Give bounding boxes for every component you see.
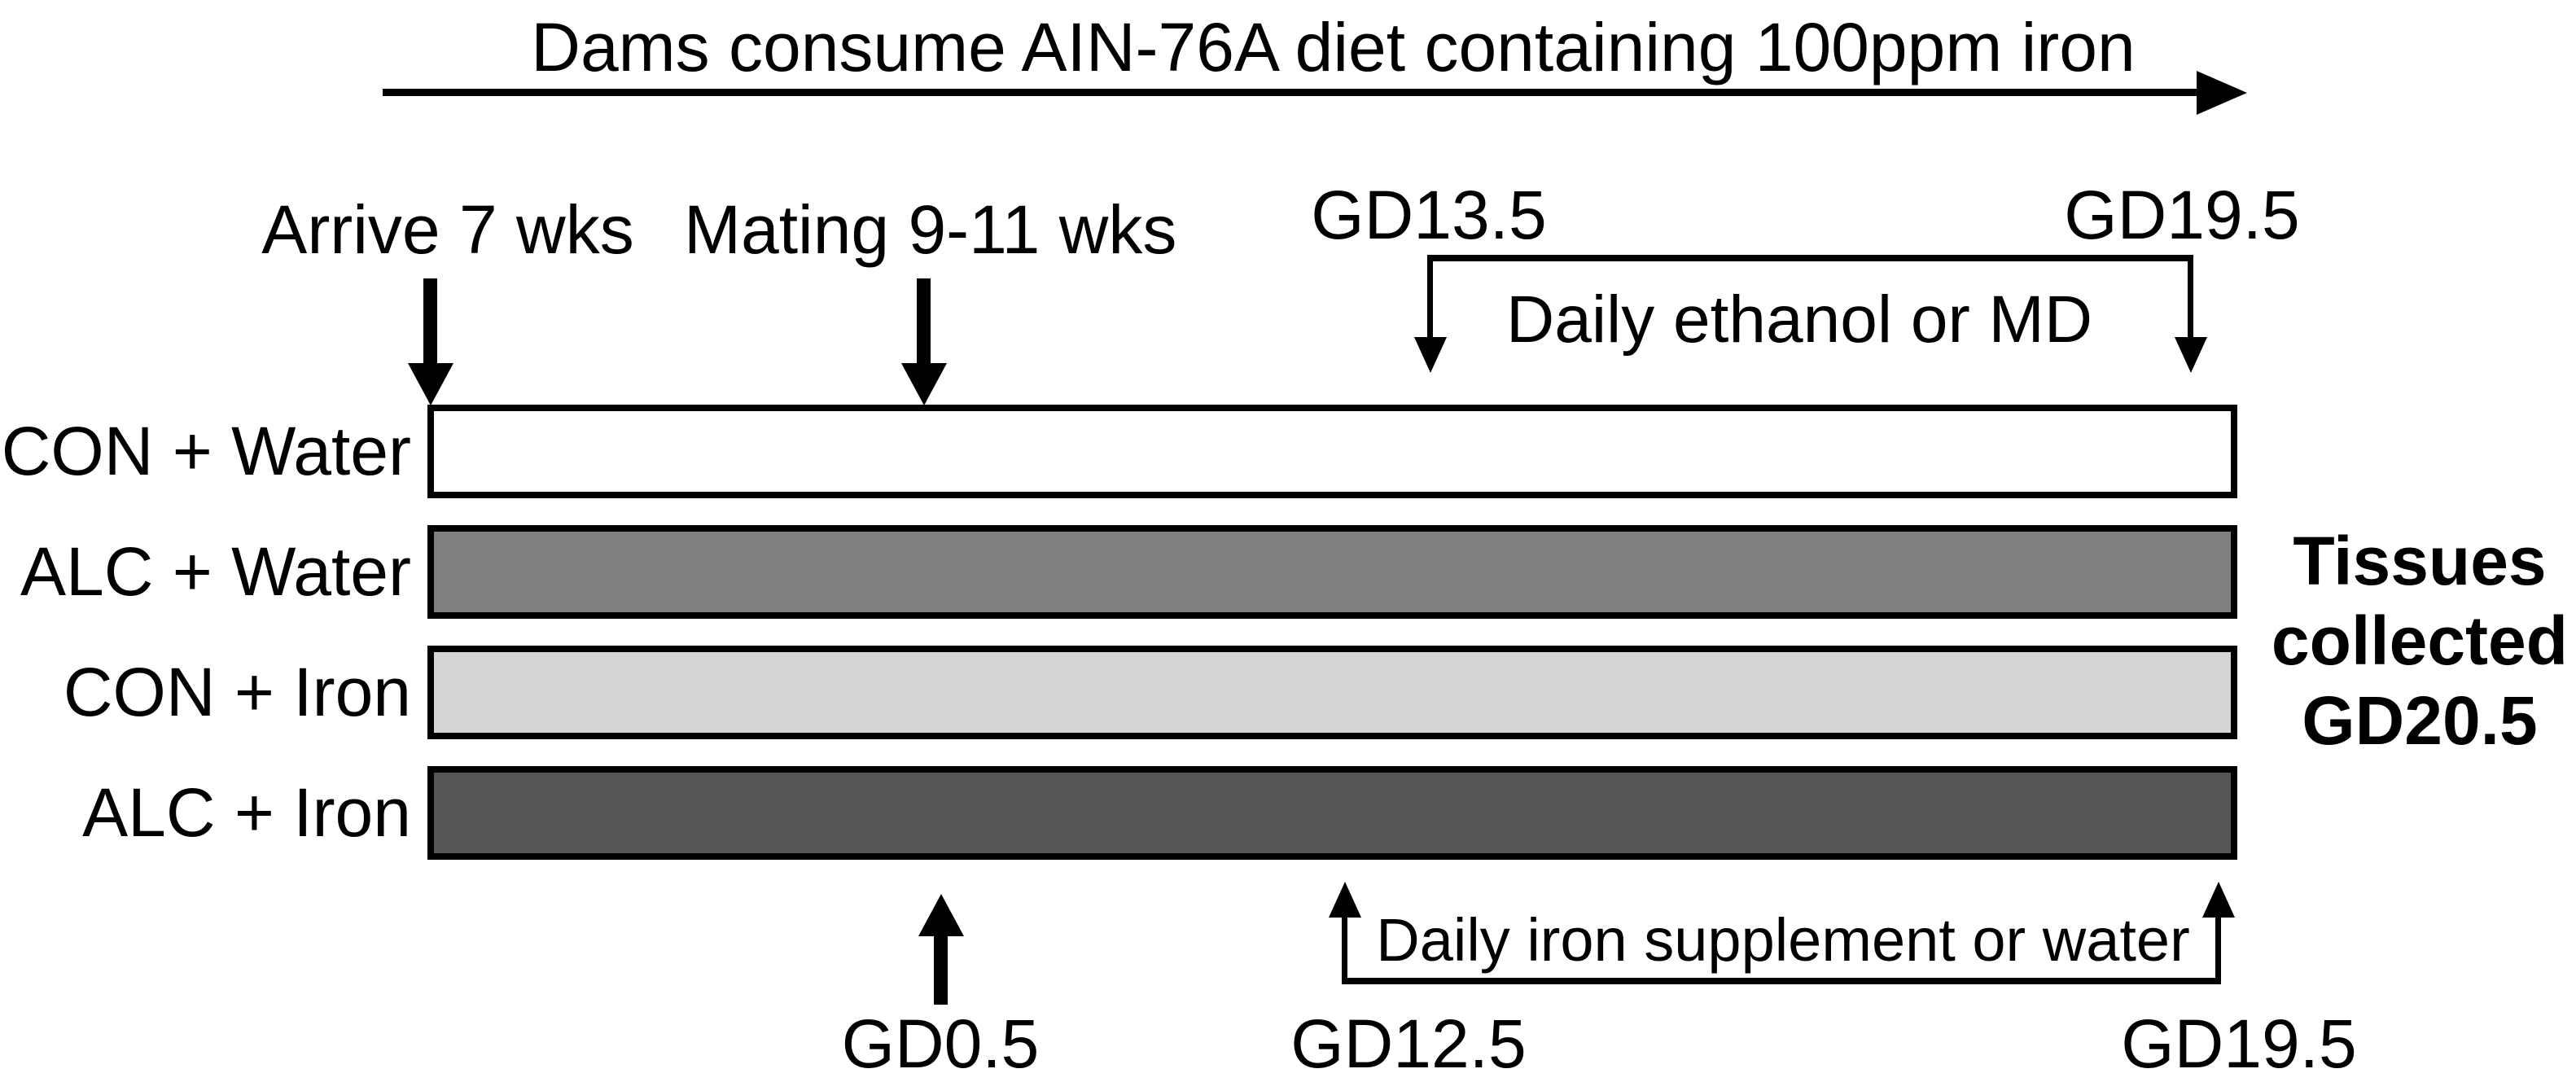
iron-left-arrowhead-icon xyxy=(1329,882,1361,918)
ethanol-bracket-line xyxy=(1427,255,2193,261)
tissues-collected-note: Tissues collected GD20.5 xyxy=(2263,521,2576,760)
ethanol-window-label: Daily ethanol or MD xyxy=(1506,283,2093,357)
gd05-arrow-icon xyxy=(934,933,948,1005)
ethanol-bracket-right xyxy=(2188,255,2193,339)
group-label: CON + Iron xyxy=(63,654,411,730)
iron-start-label: GD12.5 xyxy=(1290,1005,1527,1082)
group-bar-con-iron xyxy=(427,646,2237,739)
arrive-arrowhead-icon xyxy=(408,363,453,405)
iron-bracket-right xyxy=(2215,915,2221,982)
mating-label: Mating 9-11 wks xyxy=(684,191,1177,268)
group-bar-alc-water xyxy=(427,525,2237,619)
iron-window-label: Daily iron supplement or water xyxy=(1376,906,2190,974)
diet-arrow-line xyxy=(383,89,2198,96)
diet-title: Dams consume AIN-76A diet containing 100… xyxy=(531,9,2136,85)
group-row-con-water: CON + Water xyxy=(0,405,2576,498)
mating-arrowhead-icon xyxy=(901,363,947,405)
iron-right-arrowhead-icon xyxy=(2202,882,2235,918)
group-bar-con-water xyxy=(427,405,2237,498)
tissues-line2: collected xyxy=(2271,602,2569,679)
diet-arrow-right-icon xyxy=(2197,71,2247,115)
group-label: CON + Water xyxy=(1,413,411,489)
iron-end-label: GD19.5 xyxy=(2121,1005,2357,1082)
mating-arrow-icon xyxy=(917,278,931,365)
ethanol-end-label: GD19.5 xyxy=(2064,177,2300,253)
group-label: ALC + Iron xyxy=(82,774,411,851)
iron-bracket-line xyxy=(1342,978,2221,984)
ethanol-start-label: GD13.5 xyxy=(1311,177,1547,253)
group-bar-alc-iron xyxy=(427,766,2237,860)
group-row-con-iron: CON + Iron xyxy=(0,646,2576,739)
group-row-alc-water: ALC + Water xyxy=(0,525,2576,619)
ethanol-bracket-left xyxy=(1427,255,1433,339)
ethanol-left-arrowhead-icon xyxy=(1414,337,1447,373)
iron-bracket-left xyxy=(1342,915,1347,982)
gd05-arrowhead-icon xyxy=(918,894,964,936)
group-label: ALC + Water xyxy=(20,533,411,610)
ethanol-right-arrowhead-icon xyxy=(2175,337,2207,373)
tissues-line1: Tissues xyxy=(2293,523,2547,599)
tissues-line3: GD20.5 xyxy=(2302,682,2538,759)
gd05-label: GD0.5 xyxy=(841,1005,1040,1082)
arrive-label: Arrive 7 wks xyxy=(261,191,634,268)
group-row-alc-iron: ALC + Iron xyxy=(0,766,2576,860)
arrive-arrow-icon xyxy=(423,278,437,365)
